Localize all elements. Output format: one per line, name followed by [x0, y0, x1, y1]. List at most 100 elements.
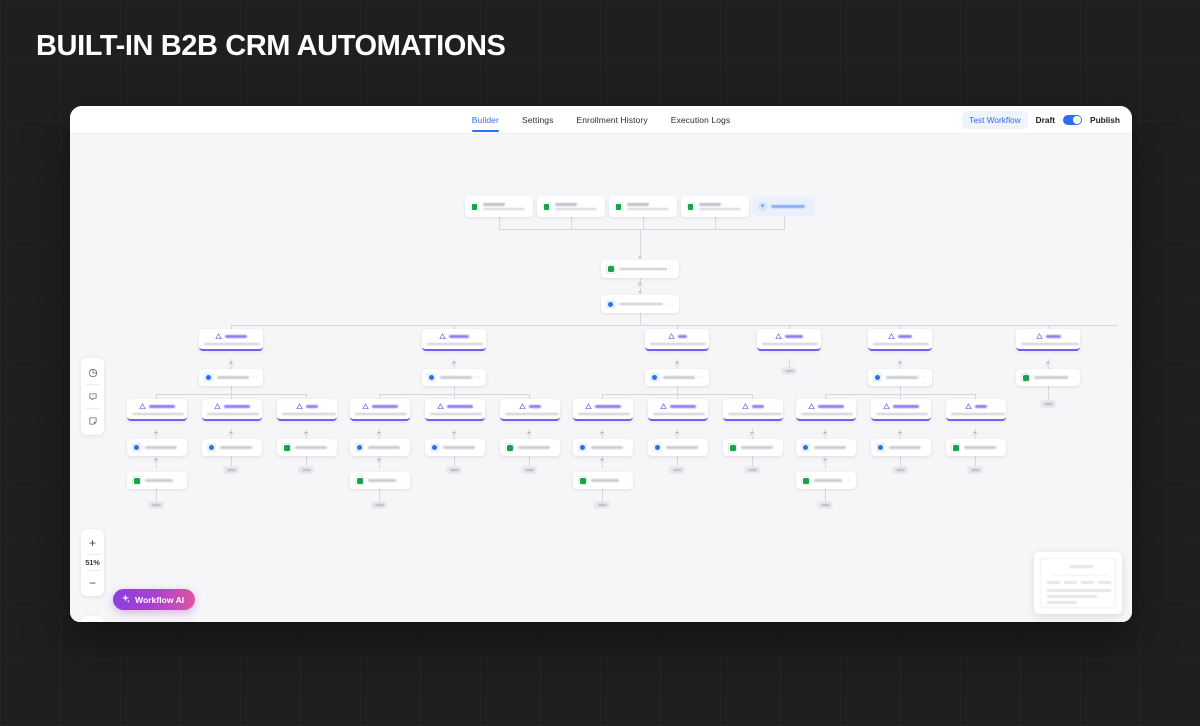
- branch-card-intent[interactable]: [350, 399, 410, 421]
- add-step-button[interactable]: +: [376, 431, 382, 437]
- tab-builder[interactable]: Builder: [471, 106, 500, 134]
- add-step-button[interactable]: +: [822, 431, 828, 437]
- branch-card-intent[interactable]: [277, 399, 337, 421]
- note-icon[interactable]: [81, 409, 104, 432]
- tab-execution-logs[interactable]: Execution Logs: [670, 114, 731, 125]
- trigger-card[interactable]: [609, 196, 677, 217]
- node-menu-icon[interactable]: ···: [665, 265, 674, 273]
- analytics-icon[interactable]: [81, 361, 104, 384]
- end-node[interactable]: [223, 466, 239, 474]
- add-step-button[interactable]: +: [153, 431, 159, 437]
- trigger-card[interactable]: [537, 196, 605, 217]
- end-node[interactable]: [744, 466, 760, 474]
- node-menu-icon[interactable]: ·: [179, 477, 182, 484]
- add-step-button[interactable]: +: [897, 361, 903, 367]
- branch-card-intent[interactable]: [723, 399, 783, 421]
- end-node[interactable]: [817, 501, 833, 509]
- flow-node-email[interactable]: ·: [350, 472, 410, 489]
- branch-card-country[interactable]: [757, 329, 821, 351]
- fit-to-screen-icon[interactable]: [81, 616, 104, 622]
- add-step-button[interactable]: +: [153, 458, 159, 464]
- flow-node-email[interactable]: [723, 439, 783, 456]
- end-node[interactable]: [371, 501, 387, 509]
- add-step-button[interactable]: +: [674, 431, 680, 437]
- publish-toggle[interactable]: [1063, 115, 1083, 125]
- flow-node-ai-branch[interactable]: ···: [868, 369, 932, 386]
- end-node[interactable]: [148, 501, 164, 509]
- flow-node-opportunity[interactable]: [350, 439, 410, 456]
- add-step-button[interactable]: +: [376, 458, 382, 464]
- flow-node-opportunity[interactable]: [648, 439, 708, 456]
- add-step-button[interactable]: +: [599, 431, 605, 437]
- branch-card-intent[interactable]: [127, 399, 187, 421]
- tab-settings[interactable]: Settings: [521, 114, 554, 125]
- branch-card-intent[interactable]: [946, 399, 1006, 421]
- end-node[interactable]: [594, 501, 610, 509]
- trigger-card[interactable]: [465, 196, 533, 217]
- flow-node-opportunity[interactable]: [573, 439, 633, 456]
- flow-node-opportunity[interactable]: [425, 439, 485, 456]
- flow-node-ai-branch[interactable]: ···: [422, 369, 486, 386]
- add-step-button[interactable]: +: [451, 431, 457, 437]
- flow-node-opportunity[interactable]: [127, 439, 187, 456]
- node-menu-icon[interactable]: ·: [625, 477, 628, 484]
- flow-node-opportunity[interactable]: [202, 439, 262, 456]
- flow-node-email[interactable]: [277, 439, 337, 456]
- add-new-trigger-button[interactable]: +: [753, 197, 815, 216]
- add-step-button[interactable]: +: [749, 431, 755, 437]
- workflow-ai-button[interactable]: Workflow AI: [113, 589, 196, 610]
- zoom-in-button[interactable]: +: [88, 535, 96, 550]
- test-workflow-button[interactable]: Test Workflow: [962, 111, 1028, 129]
- zoom-out-button[interactable]: −: [88, 575, 96, 590]
- canvas-minimap[interactable]: [1034, 552, 1122, 614]
- add-step-button[interactable]: +: [674, 361, 680, 367]
- end-node[interactable]: [446, 466, 462, 474]
- branch-card-intent[interactable]: [573, 399, 633, 421]
- add-step-button[interactable]: +: [822, 458, 828, 464]
- trigger-card[interactable]: [681, 196, 749, 217]
- fit-to-screen-button[interactable]: [81, 616, 104, 622]
- flow-node-ai-branch[interactable]: ···: [645, 369, 709, 386]
- end-node[interactable]: [521, 466, 537, 474]
- add-step-button[interactable]: +: [526, 431, 532, 437]
- add-step-button[interactable]: +: [897, 431, 903, 437]
- branch-card-none[interactable]: [1016, 329, 1080, 351]
- node-menu-icon[interactable]: ·: [402, 477, 405, 484]
- flow-node-email[interactable]: [500, 439, 560, 456]
- node-menu-icon[interactable]: ···: [665, 300, 674, 308]
- end-node[interactable]: [892, 466, 908, 474]
- comment-icon[interactable]: [81, 385, 104, 408]
- branch-card-country[interactable]: [868, 329, 932, 351]
- flow-node-opportunity[interactable]: [871, 439, 931, 456]
- end-node[interactable]: [781, 367, 797, 375]
- workflow-canvas[interactable]: + 51% − Workflow AI: [70, 134, 1132, 622]
- node-menu-icon[interactable]: ···: [1066, 374, 1075, 381]
- branch-card-intent[interactable]: [871, 399, 931, 421]
- add-step-button[interactable]: +: [303, 431, 309, 437]
- branch-card-intent[interactable]: [648, 399, 708, 421]
- add-step-button[interactable]: +: [228, 431, 234, 437]
- add-step-button[interactable]: +: [599, 458, 605, 464]
- add-step-button[interactable]: +: [1045, 361, 1051, 367]
- flow-node-delay[interactable]: ···: [601, 295, 679, 313]
- flow-node-email[interactable]: [946, 439, 1006, 456]
- flow-node-email[interactable]: ···: [1016, 369, 1080, 386]
- branch-card-intent[interactable]: [425, 399, 485, 421]
- branch-card-country[interactable]: [199, 329, 263, 351]
- flow-node-email[interactable]: ·: [796, 472, 856, 489]
- node-menu-icon[interactable]: ···: [249, 374, 258, 381]
- add-step-button[interactable]: +: [451, 361, 457, 367]
- end-node[interactable]: [967, 466, 983, 474]
- end-node[interactable]: [298, 466, 314, 474]
- node-menu-icon[interactable]: ···: [695, 374, 704, 381]
- add-step-button[interactable]: +: [972, 431, 978, 437]
- flow-node-ai-branch[interactable]: ···: [199, 369, 263, 386]
- branch-card-intent[interactable]: [500, 399, 560, 421]
- node-menu-icon[interactable]: ···: [472, 374, 481, 381]
- node-menu-icon[interactable]: ·: [848, 477, 851, 484]
- add-step-button[interactable]: +: [637, 282, 643, 288]
- flow-node-email[interactable]: ·: [127, 472, 187, 489]
- branch-card-intent[interactable]: [796, 399, 856, 421]
- tab-enrollment-history[interactable]: Enrollment History: [576, 114, 648, 125]
- node-menu-icon[interactable]: ···: [918, 374, 927, 381]
